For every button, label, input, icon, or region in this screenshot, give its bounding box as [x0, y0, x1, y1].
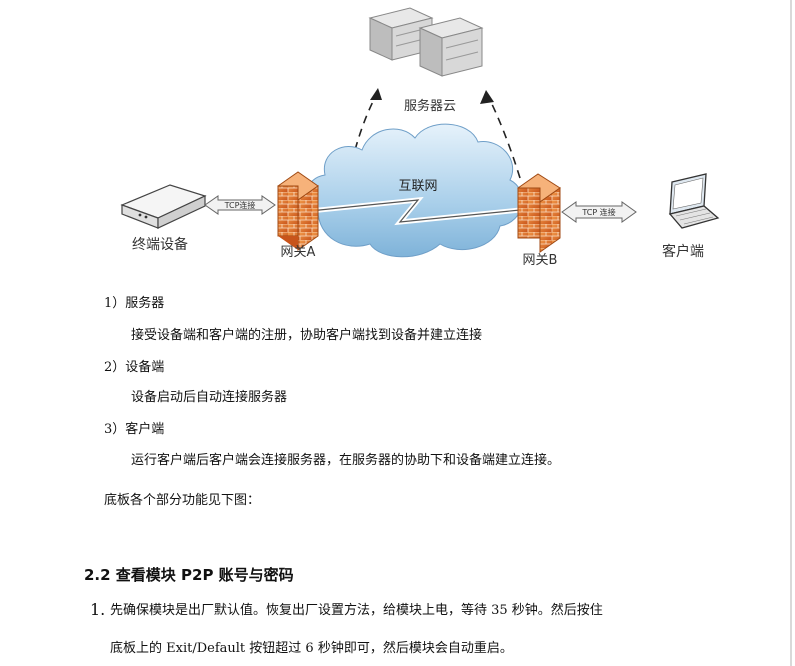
- board-paragraph: 底板各个部分功能见下图：: [104, 493, 261, 508]
- tcp-connection-left: [204, 195, 276, 215]
- server-rack-icon: [368, 7, 484, 77]
- internet-label: 互联网: [398, 179, 437, 194]
- item-3-title: 3）客户端: [104, 422, 165, 437]
- tcp-connection-right: [561, 201, 637, 223]
- item-1-desc: 接受设备端和客户端的注册，协助客户端找到设备并建立连接: [131, 328, 483, 343]
- server-cloud-label: 服务器云: [404, 98, 456, 114]
- section-heading: 2.2 查看模块 P2P 账号与密码: [84, 566, 294, 584]
- item-3-desc: 运行客户端后客户端会连接服务器，在服务器的协助下和设备端建立连接。: [131, 453, 561, 468]
- step-text-line-1: 先确保模块是出厂默认值。恢复出厂设置方法，给模块上电，等待 35 秒钟。然后按住: [110, 603, 603, 618]
- item-2-title: 2）设备端: [104, 360, 165, 375]
- gateway-a-firewall-icon: [277, 171, 319, 251]
- tcp-right-label: TCP 连接: [581, 207, 615, 217]
- network-diagram: 服务器云 互联网 终端设备 TCP连接 网关A 网关B: [120, 7, 720, 268]
- laptop-client-icon: [668, 173, 720, 229]
- terminal-device-label: 终端设备: [132, 236, 188, 253]
- step-number: 1.: [90, 600, 106, 619]
- gateway-b-label: 网关B: [523, 253, 558, 268]
- dashed-arrow-right: [487, 95, 521, 179]
- client-label: 客户端: [662, 243, 704, 260]
- step-text-line-2: 底板上的 Exit/Default 按钮超过 6 秒钟即可，然后模块会自动重启。: [110, 641, 513, 656]
- item-1-title: 1）服务器: [104, 296, 165, 311]
- terminal-device-icon: [120, 184, 207, 229]
- item-2-desc: 设备启动后自动连接服务器: [131, 390, 288, 405]
- arrow-head-left-icon: [370, 88, 382, 100]
- internet-cloud-icon: [306, 123, 523, 258]
- tcp-left-label: TCP连接: [224, 200, 256, 210]
- gateway-b-firewall-icon: [517, 173, 561, 253]
- gateway-a-label: 网关A: [281, 245, 316, 260]
- arrow-head-right-icon: [480, 90, 494, 104]
- page-edge-rule: [790, 0, 792, 666]
